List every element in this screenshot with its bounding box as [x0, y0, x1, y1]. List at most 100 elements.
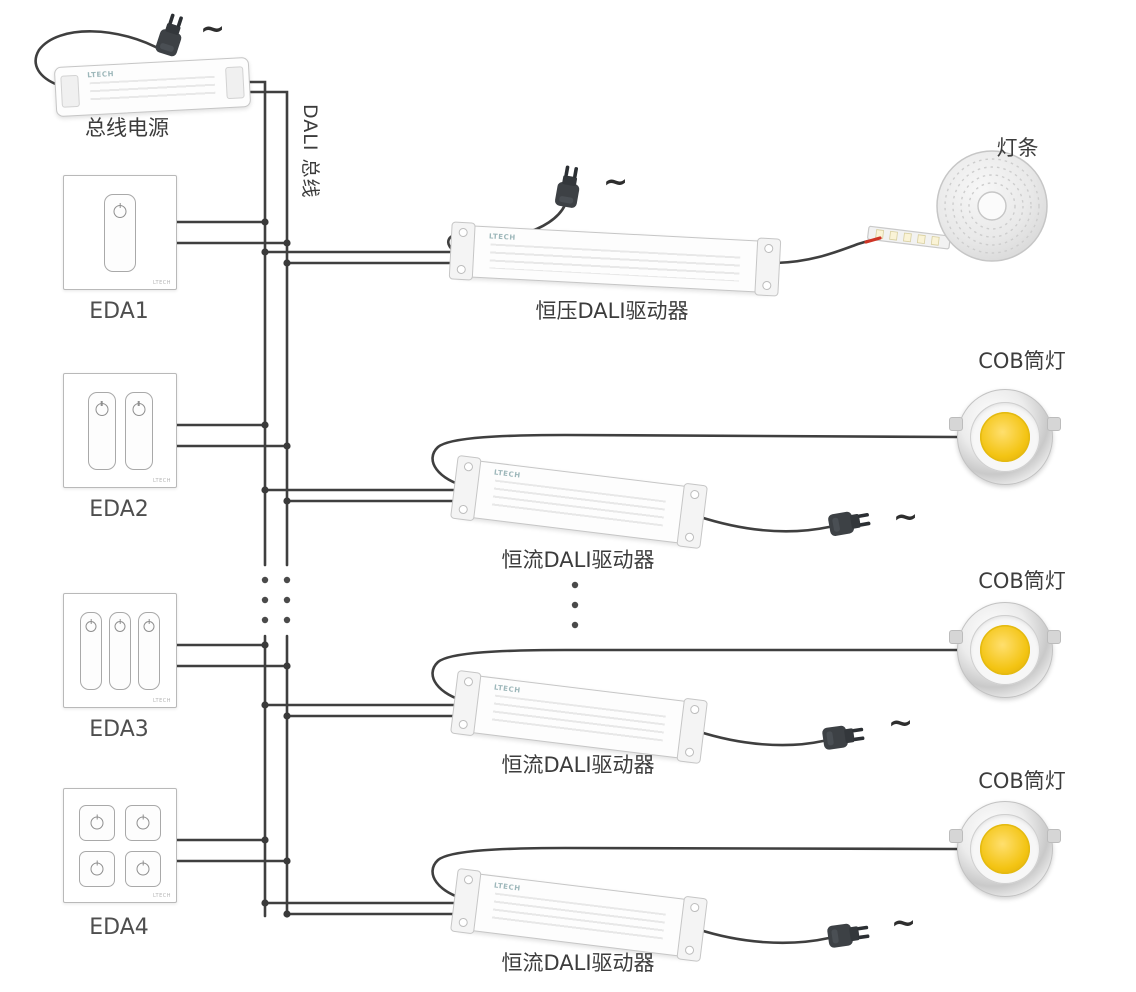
power-plug-icon [554, 164, 584, 209]
panel-label-eda1: EDA1 [89, 299, 149, 324]
panel-button[interactable] [109, 611, 131, 690]
screw-hole [762, 280, 772, 291]
mains-cable-bus-psu [34, 30, 165, 87]
wall-panel-eda1: LTECH [63, 175, 177, 290]
ac-symbol: ~ [888, 706, 914, 741]
panel-button[interactable] [79, 804, 115, 841]
power-icon [90, 862, 104, 875]
brand-mark: LTECH [493, 881, 522, 893]
cob-label-3: COB筒灯 [978, 769, 1066, 793]
strip-red-lead [864, 236, 882, 244]
panel-button[interactable] [79, 850, 115, 887]
panel-label-eda3: EDA3 [89, 717, 149, 742]
screw-hole [684, 532, 695, 543]
mount-clip [1047, 630, 1061, 644]
cc2-to-cob [431, 648, 959, 704]
dali-bus-label: DALI 总线 [299, 104, 321, 199]
cv-driver-label: 恒压DALI驱动器 [535, 299, 689, 323]
led-strip-reel [864, 150, 1048, 262]
power-plug-icon [826, 920, 871, 949]
power-icon [90, 816, 104, 829]
brand-mark: LTECH [152, 698, 171, 704]
device-print [89, 75, 216, 106]
screw-hole [689, 902, 700, 913]
cob-label-1: COB筒灯 [978, 349, 1066, 373]
panel-button[interactable] [80, 611, 102, 690]
cc2-to-plug [695, 729, 825, 747]
brand-mark: LTECH [488, 232, 517, 242]
ac-symbol: ~ [893, 500, 919, 535]
panel-button[interactable] [138, 611, 160, 690]
terminal-block [225, 66, 245, 100]
cob-chip [980, 625, 1030, 675]
cob-downlight-1 [949, 389, 1061, 485]
screw-hole [456, 264, 466, 275]
strip-label: 灯条 [996, 136, 1039, 160]
cc-driver-label-3: 恒流DALI驱动器 [501, 951, 655, 975]
power-plug-icon [821, 722, 866, 751]
power-icon [132, 402, 145, 416]
mount-clip [1047, 829, 1061, 843]
driver-end-cap [754, 237, 782, 297]
panel-button[interactable] [124, 391, 153, 470]
power-icon [136, 816, 150, 829]
brand-mark: LTECH [87, 69, 115, 80]
wall-panel-eda4: LTECH [63, 788, 177, 903]
power-icon [113, 204, 127, 218]
screw-hole [458, 504, 469, 515]
wall-panel-eda2: LTECH [63, 373, 177, 488]
mount-clip [949, 829, 963, 843]
screw-hole [764, 243, 774, 254]
brand-mark: LTECH [493, 468, 522, 480]
panel-button-grid [78, 804, 162, 887]
cc1-to-plug [695, 514, 831, 533]
cob-chip [980, 824, 1030, 874]
bus-power-supply: LTECH [53, 56, 252, 118]
mount-clip [949, 417, 963, 431]
power-icon [114, 620, 126, 632]
panel-button[interactable] [87, 391, 116, 470]
ac-symbol: ~ [200, 12, 226, 47]
power-plug-icon [827, 507, 872, 537]
wall-panel-eda3: LTECH [63, 593, 177, 708]
brand-mark: LTECH [152, 280, 171, 286]
brand-mark: LTECH [152, 478, 171, 484]
screw-hole [689, 489, 700, 500]
continuation-ellipsis [261, 576, 579, 629]
driver-end-cap [448, 221, 476, 281]
power-icon [143, 620, 155, 632]
bus-power-label: 总线电源 [85, 116, 169, 140]
cc3-to-cob [431, 846, 959, 902]
panel-button[interactable] [125, 850, 161, 887]
brand-mark: LTECH [493, 683, 522, 695]
panel-label-eda2: EDA2 [89, 497, 149, 522]
bus-line-right [246, 90, 289, 567]
screw-hole [458, 227, 468, 238]
power-plug-icon [154, 11, 188, 58]
cob-downlight-2 [949, 602, 1061, 698]
device-print [489, 243, 741, 282]
cob-chip [980, 412, 1030, 462]
power-icon [85, 620, 97, 632]
panel-button[interactable] [104, 193, 136, 272]
cc-driver-label-1: 恒流DALI驱动器 [501, 548, 655, 572]
device-print [491, 479, 666, 532]
screw-hole [463, 874, 474, 885]
brand-mark: LTECH [152, 893, 171, 899]
device-print [491, 892, 666, 945]
screw-hole [463, 676, 474, 687]
screw-hole [689, 704, 700, 715]
mount-clip [1047, 417, 1061, 431]
mount-clip [949, 630, 963, 644]
screw-hole [458, 719, 469, 730]
device-print [491, 694, 666, 747]
screw-hole [458, 917, 469, 928]
panel-button[interactable] [125, 804, 161, 841]
cc-driver-label-2: 恒流DALI驱动器 [501, 753, 655, 777]
terminal-block [60, 74, 80, 108]
cob-downlight-3 [949, 801, 1061, 897]
ac-symbol: ~ [603, 165, 629, 200]
junction-dots [261, 218, 291, 918]
